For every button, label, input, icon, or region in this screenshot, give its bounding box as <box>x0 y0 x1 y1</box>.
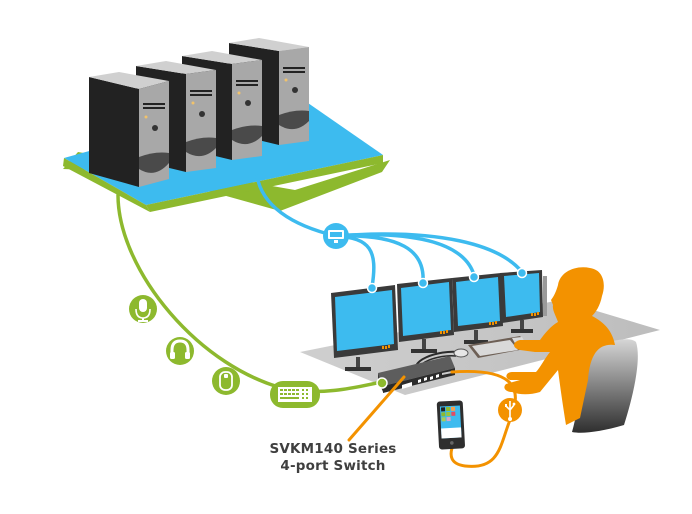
caption-line-1: SVKM140 Series <box>269 441 397 457</box>
usb-icon <box>498 398 522 422</box>
microphone-icon <box>129 295 157 323</box>
monitor <box>500 270 547 333</box>
usb-peripheral-cable <box>116 193 384 394</box>
monitor <box>331 285 398 371</box>
caption-line-2: 4-port Switch <box>280 458 386 474</box>
mouse <box>453 348 469 358</box>
switch-caption: SVKM140 Series 4-port Switch <box>258 441 408 475</box>
usb-mobile-cable <box>449 369 517 468</box>
switch-usb-port <box>376 377 388 389</box>
monitor <box>452 273 503 344</box>
mouse-icon <box>212 367 240 395</box>
mobile-phone <box>436 400 465 450</box>
headphones-icon <box>166 337 194 365</box>
caption-pointer <box>347 375 406 442</box>
computer-tower <box>89 72 169 187</box>
monitor-icon <box>323 223 349 249</box>
user-silhouette <box>504 267 615 425</box>
monitor-connectors <box>366 267 528 294</box>
monitor <box>397 278 454 353</box>
keyboard-icon <box>270 381 320 408</box>
